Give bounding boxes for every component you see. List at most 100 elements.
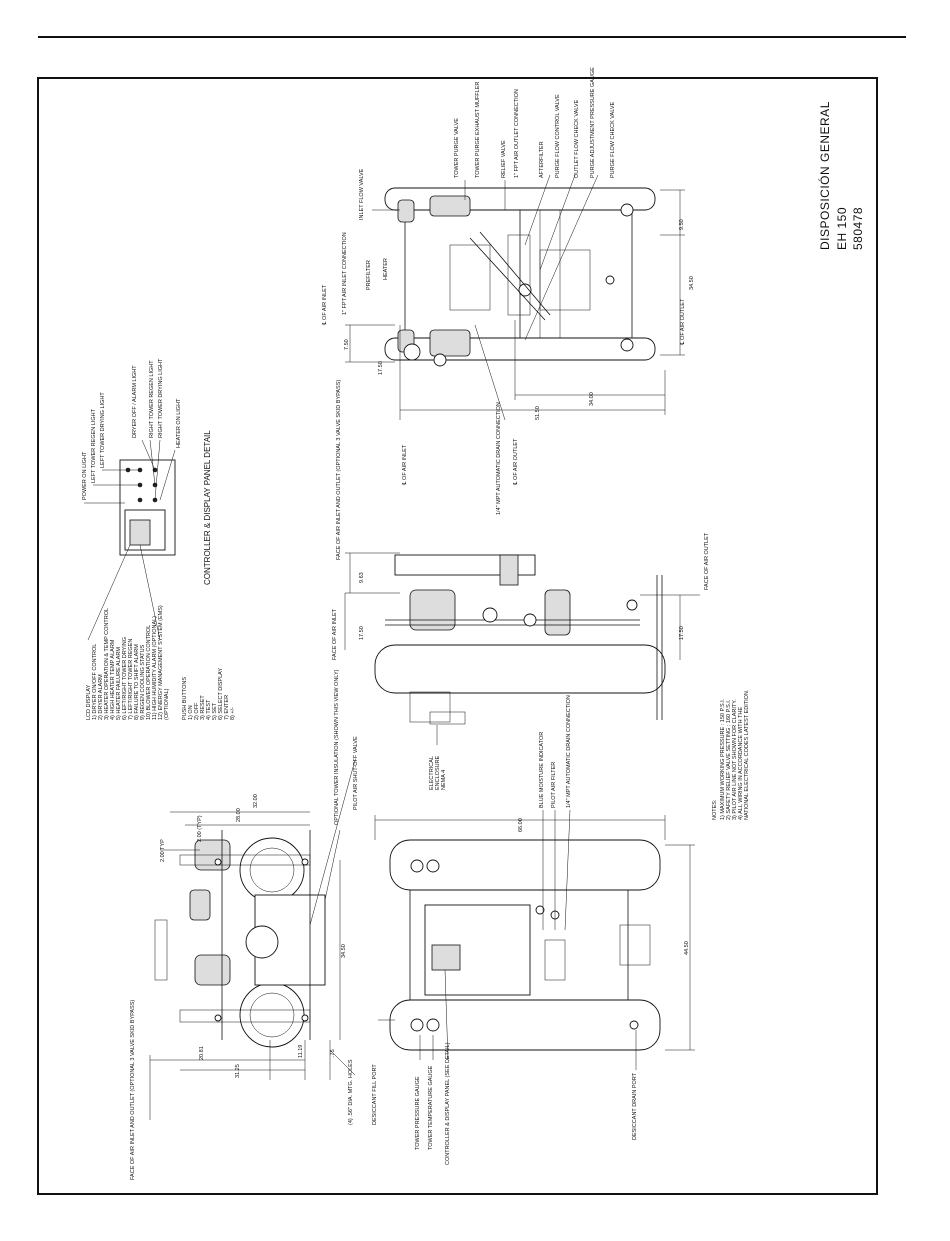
label-pilot-shutoff-valve: PILOT AIR SHUT-OFF VALVE <box>353 736 359 810</box>
lcd-item: LCD DISPLAY <box>86 684 92 720</box>
mounting-hole <box>214 858 222 866</box>
side-view: 9.63 17.50 17.50 FACE OF AIR INLET FACE … <box>332 532 710 790</box>
label-right-drying-light: RIGHT TOWER DRYING LIGHT <box>158 358 164 438</box>
lcd-item: (OPTIONAL) <box>164 688 170 720</box>
dim-label: 20.81 <box>199 1046 205 1060</box>
lcd-item: 2) DRYER ALARM <box>98 674 104 720</box>
model-number: EH 150 <box>835 207 849 250</box>
note-item: 4) ALL WIRING IN ACCORDANCE WITH THE <box>738 707 744 820</box>
enclosure-line-2: ENCLOSURE <box>435 755 441 790</box>
label-face-inlet-outlet: FACE OF AIR INLET AND OUTLET (OPTIONAL 3… <box>336 380 342 560</box>
label-heater-on-light: HEATER ON LIGHT <box>176 398 182 448</box>
dim-label: 11.19 <box>298 1045 304 1058</box>
label-tower-purge-valve: TOWER PURGE VALVE <box>454 118 460 178</box>
label-pilot-air-filter: PILOT AIR FILTER <box>551 762 557 808</box>
label-tower-pressure-gauge: TOWER PRESSURE GAUGE <box>415 1076 421 1150</box>
dim-label: 31.25 <box>235 1064 241 1078</box>
top-tower-right <box>384 187 656 211</box>
label-dryer-off-alarm-light: DRYER OFF / ALARM LIGHT <box>132 365 138 438</box>
button-item: 1) ON <box>188 705 194 720</box>
lcd-item: 12) ENERGY MANAGEMENT SYSTEM (EMS) <box>158 605 164 720</box>
dim-label: 34.50 <box>341 944 347 958</box>
gauge-icon <box>410 1018 424 1032</box>
front-tower-left <box>389 999 661 1051</box>
gauge-icon <box>426 859 440 873</box>
lcd-item: 7) LEFT/RIGHT TOWER REGEN <box>128 639 134 720</box>
label-cl-air-inlet-lower: ℄ OF AIR INLET <box>402 444 408 486</box>
label-inlet-flow-valve: INLET FLOW VALVE <box>359 168 365 220</box>
label-air-inlet-connection: 1" FPT AIR INLET CONNECTION <box>342 232 348 315</box>
note-item: 1) MAXIMUM WORKING PRESSURE : 150 P.S.I. <box>720 698 726 820</box>
top-view: 9.50 34.50 7.50 17.50 34.00 51.50 INLET … <box>322 67 695 560</box>
dim-label: 66.00 <box>518 818 524 832</box>
label-face-air-inlet: FACE OF AIR INLET <box>332 608 338 660</box>
lcd-item: 9) REGEN COOLING STATUS <box>140 644 146 720</box>
lcd-item: 1) DRYER ON/OFF CONTROL <box>92 644 98 720</box>
notes-heading: NOTES: <box>712 799 718 820</box>
side-tower <box>374 644 666 694</box>
label-cl-air-outlet: ℄ OF AIR OUTLET <box>513 438 519 486</box>
dim-label: 34.00 <box>589 392 595 406</box>
label-purge-flow-check-valve: PURGE FLOW CHECK VALVE <box>610 101 616 178</box>
plan-tower-right <box>239 837 305 903</box>
lcd-item: 5) HEATER FAILURE ALARM <box>116 647 122 720</box>
lcd-item: 10) BLOWER OPERATION CONTROL <box>146 625 152 720</box>
gauge-icon <box>410 859 424 873</box>
button-item: 6) SELECT DISPLAY <box>218 668 224 720</box>
controller-panel-detail: CONTROLLER & DISPLAY PANEL DETAIL POWER … <box>82 358 236 720</box>
notes-block: NOTES: 1) MAXIMUM WORKING PRESSURE : 150… <box>712 689 750 820</box>
dim-label: 17.50 <box>378 361 384 375</box>
dim-label: 2.00 (TYP) <box>197 815 203 842</box>
label-purge-muffler: TOWER PURGE EXHAUST MUFFLER <box>475 82 481 178</box>
label-desiccant-fill-port: DESICCANT FILL PORT <box>372 1064 378 1125</box>
label-heater: HEATER <box>383 258 389 280</box>
label-controller-display-panel: CONTROLLER & DISPLAY PANEL (SEE DETAIL) <box>445 1042 451 1165</box>
drawing-border <box>37 77 878 1195</box>
label-left-regen-light: LEFT TOWER REGEN LIGHT <box>91 408 97 483</box>
title-block: DISPOSICIÓN GENERAL EH 150 580478 <box>817 101 865 250</box>
dim-label: 34.50 <box>689 276 695 290</box>
header-rule <box>38 36 906 38</box>
push-buttons-list: PUSH BUTTONS 1) ON 2) OFF 3) RESET 4) TE… <box>182 668 236 720</box>
dim-label: 9.50 <box>679 219 685 230</box>
label-face-inlet-outlet-plan: FACE OF AIR INLET AND OUTLET (OPTIONAL 3… <box>130 1000 136 1180</box>
dim-label: 17.50 <box>679 626 685 640</box>
label-purge-adjustment-gauge: PURGE ADJUSTMENT PRESSURE GAUGE <box>590 67 596 178</box>
note-item: 3) PILOT AIR LINE NOT SHOWN FOR CLARITY. <box>732 699 738 820</box>
plan-view: 2.00 TYP 2.00 (TYP) 28.00 32.00 34.50 20… <box>130 669 359 1180</box>
dim-label: .75 <box>330 1049 336 1057</box>
mounting-hole <box>214 1014 222 1022</box>
label-blue-moisture-indicator: BLUE MOISTURE INDICATOR <box>539 732 545 808</box>
dim-label: 17.50 <box>359 626 365 640</box>
label-electrical-enclosure: ELECTRICAL ENCLOSURE NEMA 4 <box>429 755 447 790</box>
lcd-item: 3) HEATER OPERATION & TEMP CONTROL <box>104 608 110 720</box>
dim-label: 7.50 <box>344 339 350 350</box>
button-item: 3) RESET <box>200 695 206 720</box>
label-mounting-holes: (4) .56" DIA. MTG. HOLES <box>348 1059 354 1125</box>
mounting-hole <box>301 858 309 866</box>
label-front-auto-drain: 1/4" MPT AUTOMATIC DRAIN CONNECTION <box>566 695 572 808</box>
enclosure-line-3: NEMA 4 <box>441 770 447 790</box>
label-cl-air-outlet-right: ℄ OF AIR OUTLET <box>680 298 686 346</box>
gauge-icon <box>426 1018 440 1032</box>
lcd-item: 11) HIGH HUMIDITY ALARM (OPTIONAL) <box>152 616 158 720</box>
label-outlet-flow-check-valve: OUTLET FLOW CHECK VALVE <box>574 99 580 178</box>
front-panel <box>431 944 461 971</box>
lcd-item: 4) HIGH HEATER TEMP ALARM <box>110 639 116 720</box>
drawing-number: 580478 <box>851 207 865 250</box>
lcd-item: 8) FAILURE TO SHIFT ALARM <box>134 644 140 720</box>
note-item: 2) SAFETY RELIEF VALVE SETTING : 160 P.S… <box>726 699 732 820</box>
label-purge-flow-control-valve: PURGE FLOW CONTROL VALVE <box>555 94 561 178</box>
label-desiccant-drain-port: DESICCANT DRAIN PORT <box>632 1072 638 1140</box>
panel-detail-heading: CONTROLLER & DISPLAY PANEL DETAIL <box>203 430 212 585</box>
dim-label: 32.00 <box>253 794 259 808</box>
lcd-screen <box>129 519 151 546</box>
label-afterfilter: AFTERFILTER <box>539 141 545 178</box>
front-tower-right <box>389 839 661 891</box>
dim-label: 51.50 <box>535 406 541 420</box>
button-item: 7) ENTER <box>224 695 230 720</box>
top-tower-left <box>384 337 656 361</box>
label-cl-air-inlet: ℄ OF AIR INLET <box>322 284 328 326</box>
lcd-item: 6) LEFT/RIGHT TOWER DRYING <box>122 637 128 720</box>
